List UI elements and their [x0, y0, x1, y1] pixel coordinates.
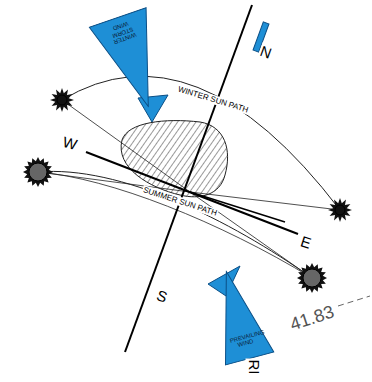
direction-label-text: W: [60, 133, 80, 154]
summer-sun-path-lower: [38, 172, 312, 278]
direction-label: W: [60, 134, 80, 153]
dimension-value-text: 41.83: [287, 301, 338, 335]
sun-symbol: [328, 198, 352, 222]
cut-label: RI: [247, 359, 262, 376]
direction-label-text: S: [153, 286, 170, 306]
sun-core: [29, 163, 47, 181]
dimension-line: [338, 296, 370, 306]
sun-core: [335, 205, 345, 215]
sun-ray: [62, 100, 190, 192]
sun-ray: [38, 172, 190, 192]
dimension-value: 41.83: [287, 302, 337, 334]
direction-label: E: [298, 233, 314, 251]
east-west-axis: [86, 152, 298, 234]
direction-label-text: E: [298, 232, 315, 252]
sun-core: [57, 95, 67, 105]
sun-core: [303, 269, 321, 287]
sun-ray: [190, 192, 312, 278]
sun-symbol: [23, 157, 53, 187]
triangle-shape: [201, 264, 275, 366]
sun-symbol: [50, 88, 74, 112]
triangle-shape: [88, 7, 178, 118]
sun-symbol: [297, 263, 327, 293]
wind-arrow: WINTER STORM WIND: [88, 7, 178, 118]
cut-label-text: RI: [246, 359, 263, 376]
wind-arrow: PREVAILING WIND: [201, 264, 275, 366]
direction-label: S: [154, 287, 170, 305]
